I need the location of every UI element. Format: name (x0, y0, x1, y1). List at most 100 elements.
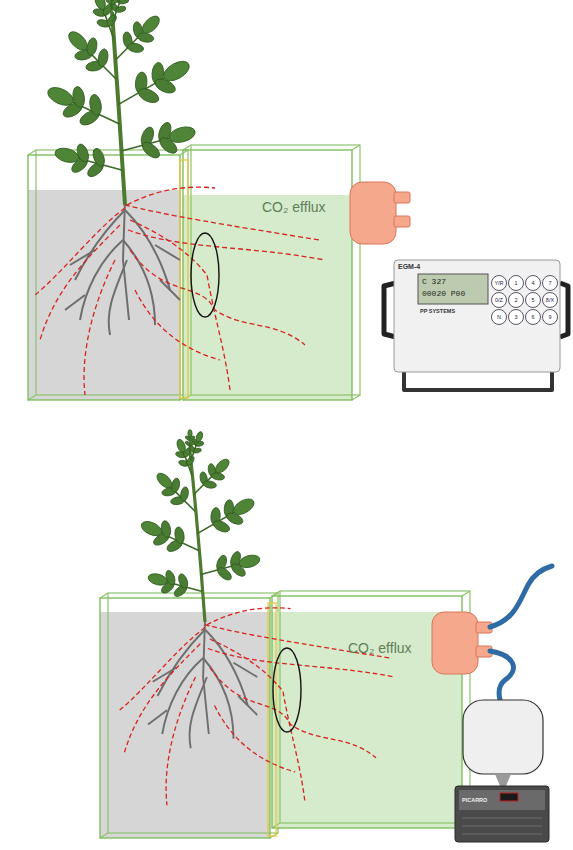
box-edge (28, 395, 36, 400)
labelled-root (35, 208, 125, 295)
root (238, 696, 257, 715)
root (189, 677, 206, 748)
leaflet (139, 13, 162, 36)
leaflet (45, 84, 76, 109)
leaflet (188, 430, 192, 438)
analyser-front (459, 790, 545, 810)
root (203, 658, 233, 739)
display-reading: C 327 (422, 278, 446, 287)
labelled-root (128, 230, 325, 260)
device-handle (560, 283, 568, 337)
keypad-key (543, 293, 558, 308)
labelled-root (130, 220, 230, 390)
labelled-root (215, 706, 296, 773)
root-system (119, 608, 395, 805)
device-display (418, 274, 488, 304)
box-back-edge (36, 150, 188, 395)
labelled-root (207, 608, 291, 625)
keypad-key (543, 276, 558, 291)
tomato-plant (139, 430, 261, 622)
chamber-body (350, 182, 396, 244)
leaflet (127, 42, 145, 53)
box-edge (462, 591, 470, 596)
soil-chamber (432, 612, 492, 674)
brand-label: PP SYSTEMS (420, 308, 455, 314)
tomato-leaf (118, 57, 192, 105)
gas-tube (490, 566, 552, 627)
root (70, 250, 95, 265)
leaflet (203, 480, 217, 489)
labelled-root (124, 644, 200, 753)
keypad-label: N (497, 314, 501, 320)
leaflet (139, 519, 164, 539)
tomato-plant (45, 0, 197, 205)
box-edge (100, 593, 108, 598)
leaflet (86, 37, 98, 56)
labelled-root (166, 677, 195, 805)
leaflet (195, 431, 204, 443)
box-edge (180, 150, 188, 155)
analyser-vent (462, 833, 542, 835)
box-edge (352, 395, 360, 400)
keypad-label: Y/R (494, 280, 503, 286)
leaflet (171, 478, 181, 493)
leaflet (110, 0, 118, 5)
box-front-edge (28, 155, 180, 400)
labelled-root (40, 225, 120, 340)
panel-picarro (100, 430, 552, 842)
leaflet (180, 486, 190, 501)
analyser-vent (462, 817, 542, 819)
leaflet (115, 5, 126, 13)
gas-bag (463, 700, 543, 774)
tomato-leaf (139, 519, 199, 554)
tomato-leaf (109, 0, 129, 22)
leaflet (231, 496, 257, 518)
root (109, 260, 127, 335)
keypad-label: 4 (531, 280, 534, 286)
tomato-leaf (121, 121, 196, 161)
leaflet (136, 86, 161, 106)
flux-label: CO₂ efflux (348, 641, 412, 656)
tomato-leaf (154, 471, 195, 512)
box-back-edge (191, 145, 360, 395)
chamber-port (394, 216, 410, 227)
leaflet (91, 147, 107, 168)
leaflet (215, 565, 233, 582)
leaflet (175, 438, 186, 453)
labelled-root (210, 668, 376, 758)
leaflet (177, 573, 190, 590)
analyser-vent (462, 825, 542, 827)
box-edge (272, 591, 280, 596)
leaflet (160, 520, 172, 538)
leaflet (168, 124, 197, 145)
leaflet (212, 519, 232, 535)
leaflet (174, 526, 186, 544)
keypad-label: 2 (514, 297, 517, 303)
labelled-root (210, 639, 305, 801)
keypad-label: 5 (531, 297, 534, 303)
root-free-compartment (183, 145, 360, 400)
connector-cone (495, 774, 511, 786)
chamber-port (394, 192, 410, 203)
leaflet (93, 0, 107, 11)
leaflet (65, 28, 90, 53)
leaflet (118, 0, 129, 5)
root (65, 295, 85, 310)
keypad-key (492, 310, 507, 325)
tomato-leaf (65, 28, 116, 79)
keypad-key (526, 276, 541, 291)
leaflet (147, 572, 168, 587)
keypad-key (526, 293, 541, 308)
rooted-compartment (28, 150, 188, 400)
leaflet (140, 139, 163, 160)
box-fill (28, 190, 180, 400)
keypad-label: 3 (514, 314, 517, 320)
box-fill (100, 612, 270, 838)
keypad-key (509, 276, 524, 291)
root (153, 668, 177, 682)
brand-label: PICARRO (462, 797, 487, 803)
soil-chamber (350, 182, 410, 244)
leaflet (105, 13, 118, 28)
keypad-label: 0/Z (495, 297, 503, 303)
